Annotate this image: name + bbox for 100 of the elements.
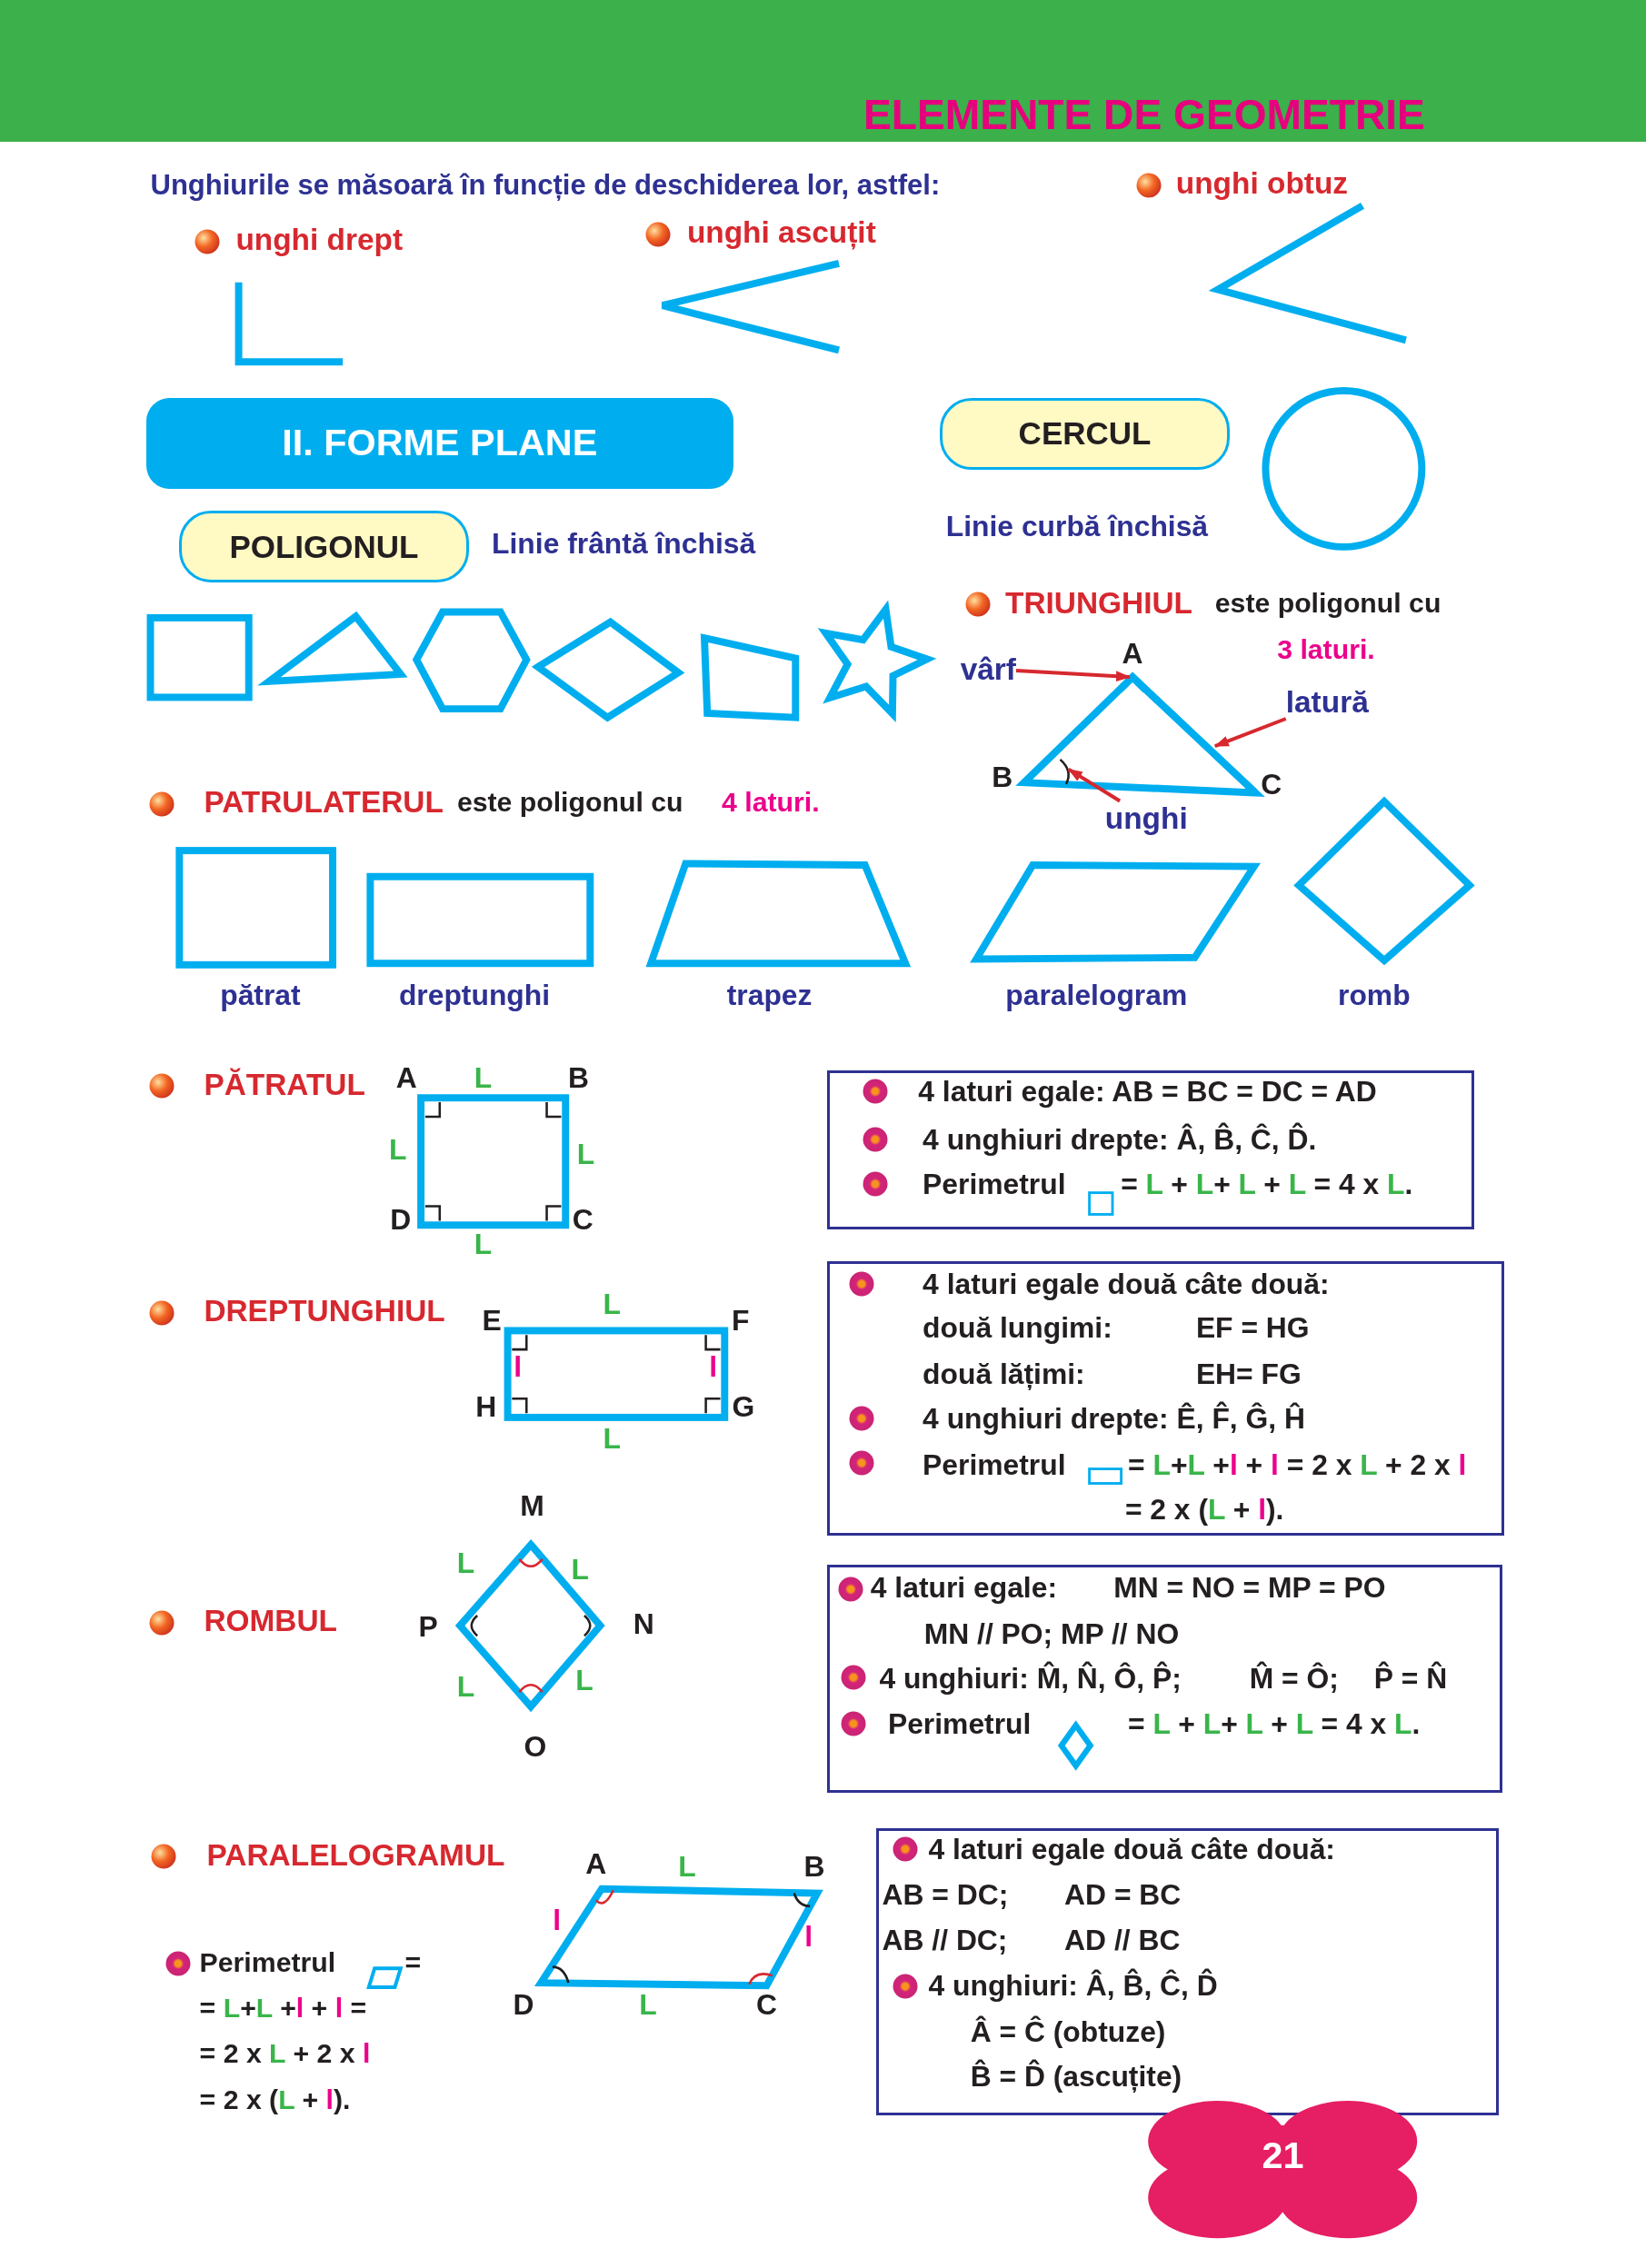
vertex-label: C: [572, 1202, 594, 1236]
callout-text: latură: [1285, 685, 1369, 721]
statement-text: =: [404, 1946, 422, 1978]
statement-text: B̂ = D̂ (ascuțite): [970, 2059, 1182, 2094]
statement-text: 4 unghiuri drepte: Ê, F̂, Ĝ, Ĥ: [923, 1401, 1305, 1436]
vertex-label: D: [390, 1202, 412, 1236]
heading-text: ROMBUL: [204, 1603, 337, 1639]
heading-text: unghi drept: [235, 222, 404, 258]
statement-text: Â = Ĉ (obtuze): [970, 2014, 1166, 2048]
statement-text: = L + L+ L + L = 4 x L.: [1121, 1167, 1413, 1201]
formula-text: = 2 x L + 2 x l: [199, 2037, 371, 2070]
vertex-label: B: [803, 1850, 825, 1884]
side-label: l: [514, 1349, 523, 1384]
vertex-label: C: [1261, 767, 1282, 801]
caption-text: paralelogram: [1005, 978, 1188, 1012]
angle-arc: [1059, 758, 1070, 785]
term-box: POLIGONUL: [179, 510, 469, 583]
caption-text: trapez: [726, 978, 813, 1012]
vertex-label: E: [482, 1303, 502, 1338]
page-number: 21: [1262, 2134, 1304, 2178]
statement-text: EH= FG: [1195, 1357, 1302, 1390]
vertex-label: N: [633, 1606, 654, 1641]
info-box: [827, 1260, 1505, 1537]
statement-text: este poligonul cu: [1214, 587, 1441, 619]
side-label: L: [576, 1137, 595, 1171]
side-label: L: [639, 1987, 657, 2021]
statement-text: două lungimi:: [923, 1310, 1112, 1344]
statement-text: Perimetrul: [923, 1167, 1066, 1201]
statement-text: P̂ = N̂: [1373, 1662, 1448, 1696]
leader-arrow: [1015, 669, 1131, 682]
side-label: L: [575, 1663, 594, 1697]
vertex-label: G: [732, 1390, 755, 1424]
caption-text: Linie curbă închisă: [945, 509, 1209, 543]
statement-text: AB = DC;: [882, 1877, 1009, 1911]
heading-text: PATRULATERUL: [204, 785, 444, 821]
side-label: L: [678, 1850, 696, 1884]
side-label: L: [456, 1669, 475, 1703]
section-banner: II. FORME PLANE: [145, 397, 733, 489]
statement-text: 4 unghiuri: M̂, N̂, Ô, P̂;: [879, 1662, 1182, 1696]
side-label: l: [804, 1919, 813, 1954]
side-label: L: [603, 1288, 621, 1321]
side-label: L: [456, 1547, 475, 1580]
highlight-text: 3 laturi.: [1277, 633, 1375, 665]
side-label: l: [553, 1904, 562, 1937]
leader-arrow: [1067, 767, 1122, 803]
intro-sentence: Unghiurile se măsoară în funcție de deschiderea lor, astfel:: [150, 168, 941, 202]
statement-text: 4 laturi egale două câte două:: [928, 1832, 1335, 1866]
statement-text: AB // DC;: [882, 1924, 1008, 1957]
statement-text: MN // PO; MP // NO: [923, 1616, 1180, 1651]
side-label: L: [571, 1552, 589, 1586]
callout-text: vârf: [960, 652, 1016, 687]
formula-text: = L+L +l + l =: [199, 1993, 367, 2024]
side-label: L: [474, 1060, 493, 1094]
vertex-label: H: [475, 1390, 497, 1424]
vertex-label: B: [992, 760, 1013, 793]
side-label: L: [603, 1422, 621, 1456]
caption-text: dreptunghi: [398, 978, 551, 1012]
heading-text: unghi ascuțit: [686, 215, 876, 251]
vertex-label: A: [585, 1847, 607, 1881]
statement-text: = L + L+ L + L = 4 x L.: [1128, 1706, 1421, 1741]
statement-text: MN = NO = MP = PO: [1113, 1570, 1386, 1605]
statement-text: două lățimi:: [923, 1357, 1085, 1390]
vertex-label: D: [513, 1987, 534, 2021]
vertex-label: B: [568, 1060, 590, 1094]
vertex-label: P: [418, 1610, 438, 1644]
caption-text: pătrat: [220, 978, 301, 1012]
heading-text: TRIUNGHIUL: [1005, 585, 1192, 621]
highlight-text: 4 laturi.: [722, 786, 820, 819]
caption-text: Linie frântă închisă: [492, 527, 756, 561]
vertex-label: A: [395, 1060, 417, 1094]
statement-text: 4 laturi egale două câte două:: [923, 1267, 1330, 1301]
statement-text: este poligonul cu: [456, 786, 683, 819]
leader-arrow: [1213, 717, 1287, 749]
side-label: L: [474, 1227, 493, 1260]
statement-text: = 2 x (L + l).: [1124, 1492, 1284, 1527]
term-box: CERCUL: [940, 397, 1230, 471]
statement-text: AD = BC: [1064, 1877, 1182, 1911]
statement-text: = L+L +l + l = 2 x L + 2 x l: [1128, 1447, 1467, 1482]
info-box: [827, 1564, 1503, 1794]
page-title: ELEMENTE DE GEOMETRIE: [863, 91, 1425, 140]
heading-text: PĂTRATUL: [204, 1067, 365, 1102]
side-label: L: [388, 1132, 407, 1167]
formula-text: = 2 x (L + l).: [199, 2084, 351, 2116]
vertex-label: A: [1122, 637, 1143, 671]
heading-text: PARALELOGRAMUL: [206, 1837, 505, 1873]
statement-text: 4 laturi egale: AB = BC = DC = AD: [918, 1075, 1377, 1109]
statement-text: EF = HG: [1195, 1310, 1310, 1344]
info-box: [827, 1069, 1474, 1229]
statement-text: M̂ = Ô;: [1249, 1662, 1339, 1696]
callout-text: unghi: [1104, 801, 1188, 836]
caption-text: romb: [1338, 978, 1411, 1012]
statement-text: Perimetrul: [887, 1706, 1032, 1741]
statement-text: 4 unghiuri: Â, B̂, Ĉ, D̂: [928, 1968, 1218, 2003]
vertex-label: F: [732, 1303, 750, 1338]
side-label: l: [709, 1349, 717, 1384]
statement-text: AD // BC: [1064, 1924, 1181, 1957]
statement-text: 4 unghiuri drepte: Â, B̂, Ĉ, D̂.: [923, 1122, 1317, 1157]
statement-text: Perimetrul: [923, 1447, 1066, 1482]
statement-text: 4 laturi egale:: [870, 1570, 1057, 1605]
statement-text: Perimetrul: [199, 1946, 336, 1978]
